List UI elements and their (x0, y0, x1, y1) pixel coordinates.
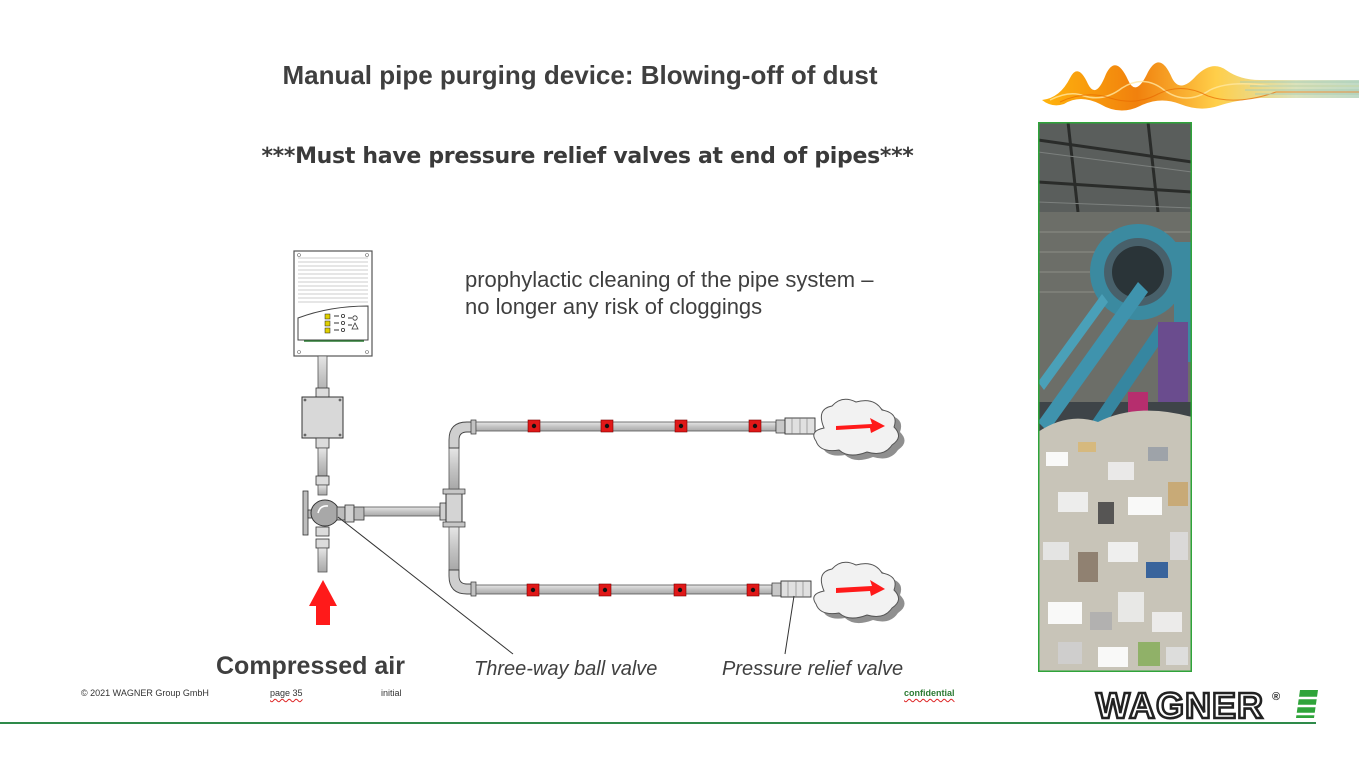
sampling-points-upper (527, 419, 762, 433)
elbow-upper (448, 421, 473, 449)
slide-title: Manual pipe purging device: Blowing-off … (282, 60, 878, 90)
pipe-run-lower (475, 584, 773, 595)
sampling-points-lower (526, 583, 760, 597)
logo-text: WAGNER (1096, 685, 1264, 724)
footer-divider (0, 722, 1316, 724)
description-line-2: no longer any risk of cloggings (465, 294, 763, 319)
wagner-logo: WAGNER ® (1095, 684, 1318, 724)
dust-cloud-lower (813, 561, 905, 624)
description-line-1: prophylactic cleaning of the pipe system… (465, 267, 874, 292)
footer-status: initial (381, 688, 402, 698)
compressed-air-label: Compressed air (216, 652, 405, 680)
logo-registered: ® (1272, 691, 1280, 703)
leader-line-valve (337, 516, 514, 655)
footer-page-number: page 35 (270, 688, 303, 698)
compressed-air-inlet-pipe (317, 547, 328, 573)
pipe-run-upper (475, 421, 777, 432)
dust-cloud-upper (813, 398, 905, 461)
logo-stripes-icon (1296, 690, 1318, 718)
leader-line-relief (784, 595, 795, 655)
recycling-plant-photo (1038, 122, 1192, 672)
elbow-lower (448, 569, 473, 595)
junction-box (301, 396, 344, 439)
description-text: prophylactic cleaning of the pipe system… (465, 266, 873, 320)
three-way-valve-label: Three-way ball valve (474, 658, 658, 680)
flame-decoration (1042, 62, 1359, 111)
three-way-ball-valve (302, 490, 365, 549)
pressure-relief-valve-upper (775, 417, 816, 435)
footer-classification: confidential (904, 688, 955, 698)
footer-copyright: © 2021 WAGNER Group GmbH (81, 688, 209, 698)
control-unit (293, 250, 373, 357)
tee-fitting (445, 490, 463, 526)
slide-subtitle: ***Must have pressure relief valves at e… (261, 144, 914, 169)
connector-pipe (363, 506, 441, 517)
compressed-air-arrow (309, 580, 337, 625)
pressure-relief-valve-lower (771, 580, 812, 598)
pressure-relief-valve-label: Pressure relief valve (722, 658, 904, 680)
